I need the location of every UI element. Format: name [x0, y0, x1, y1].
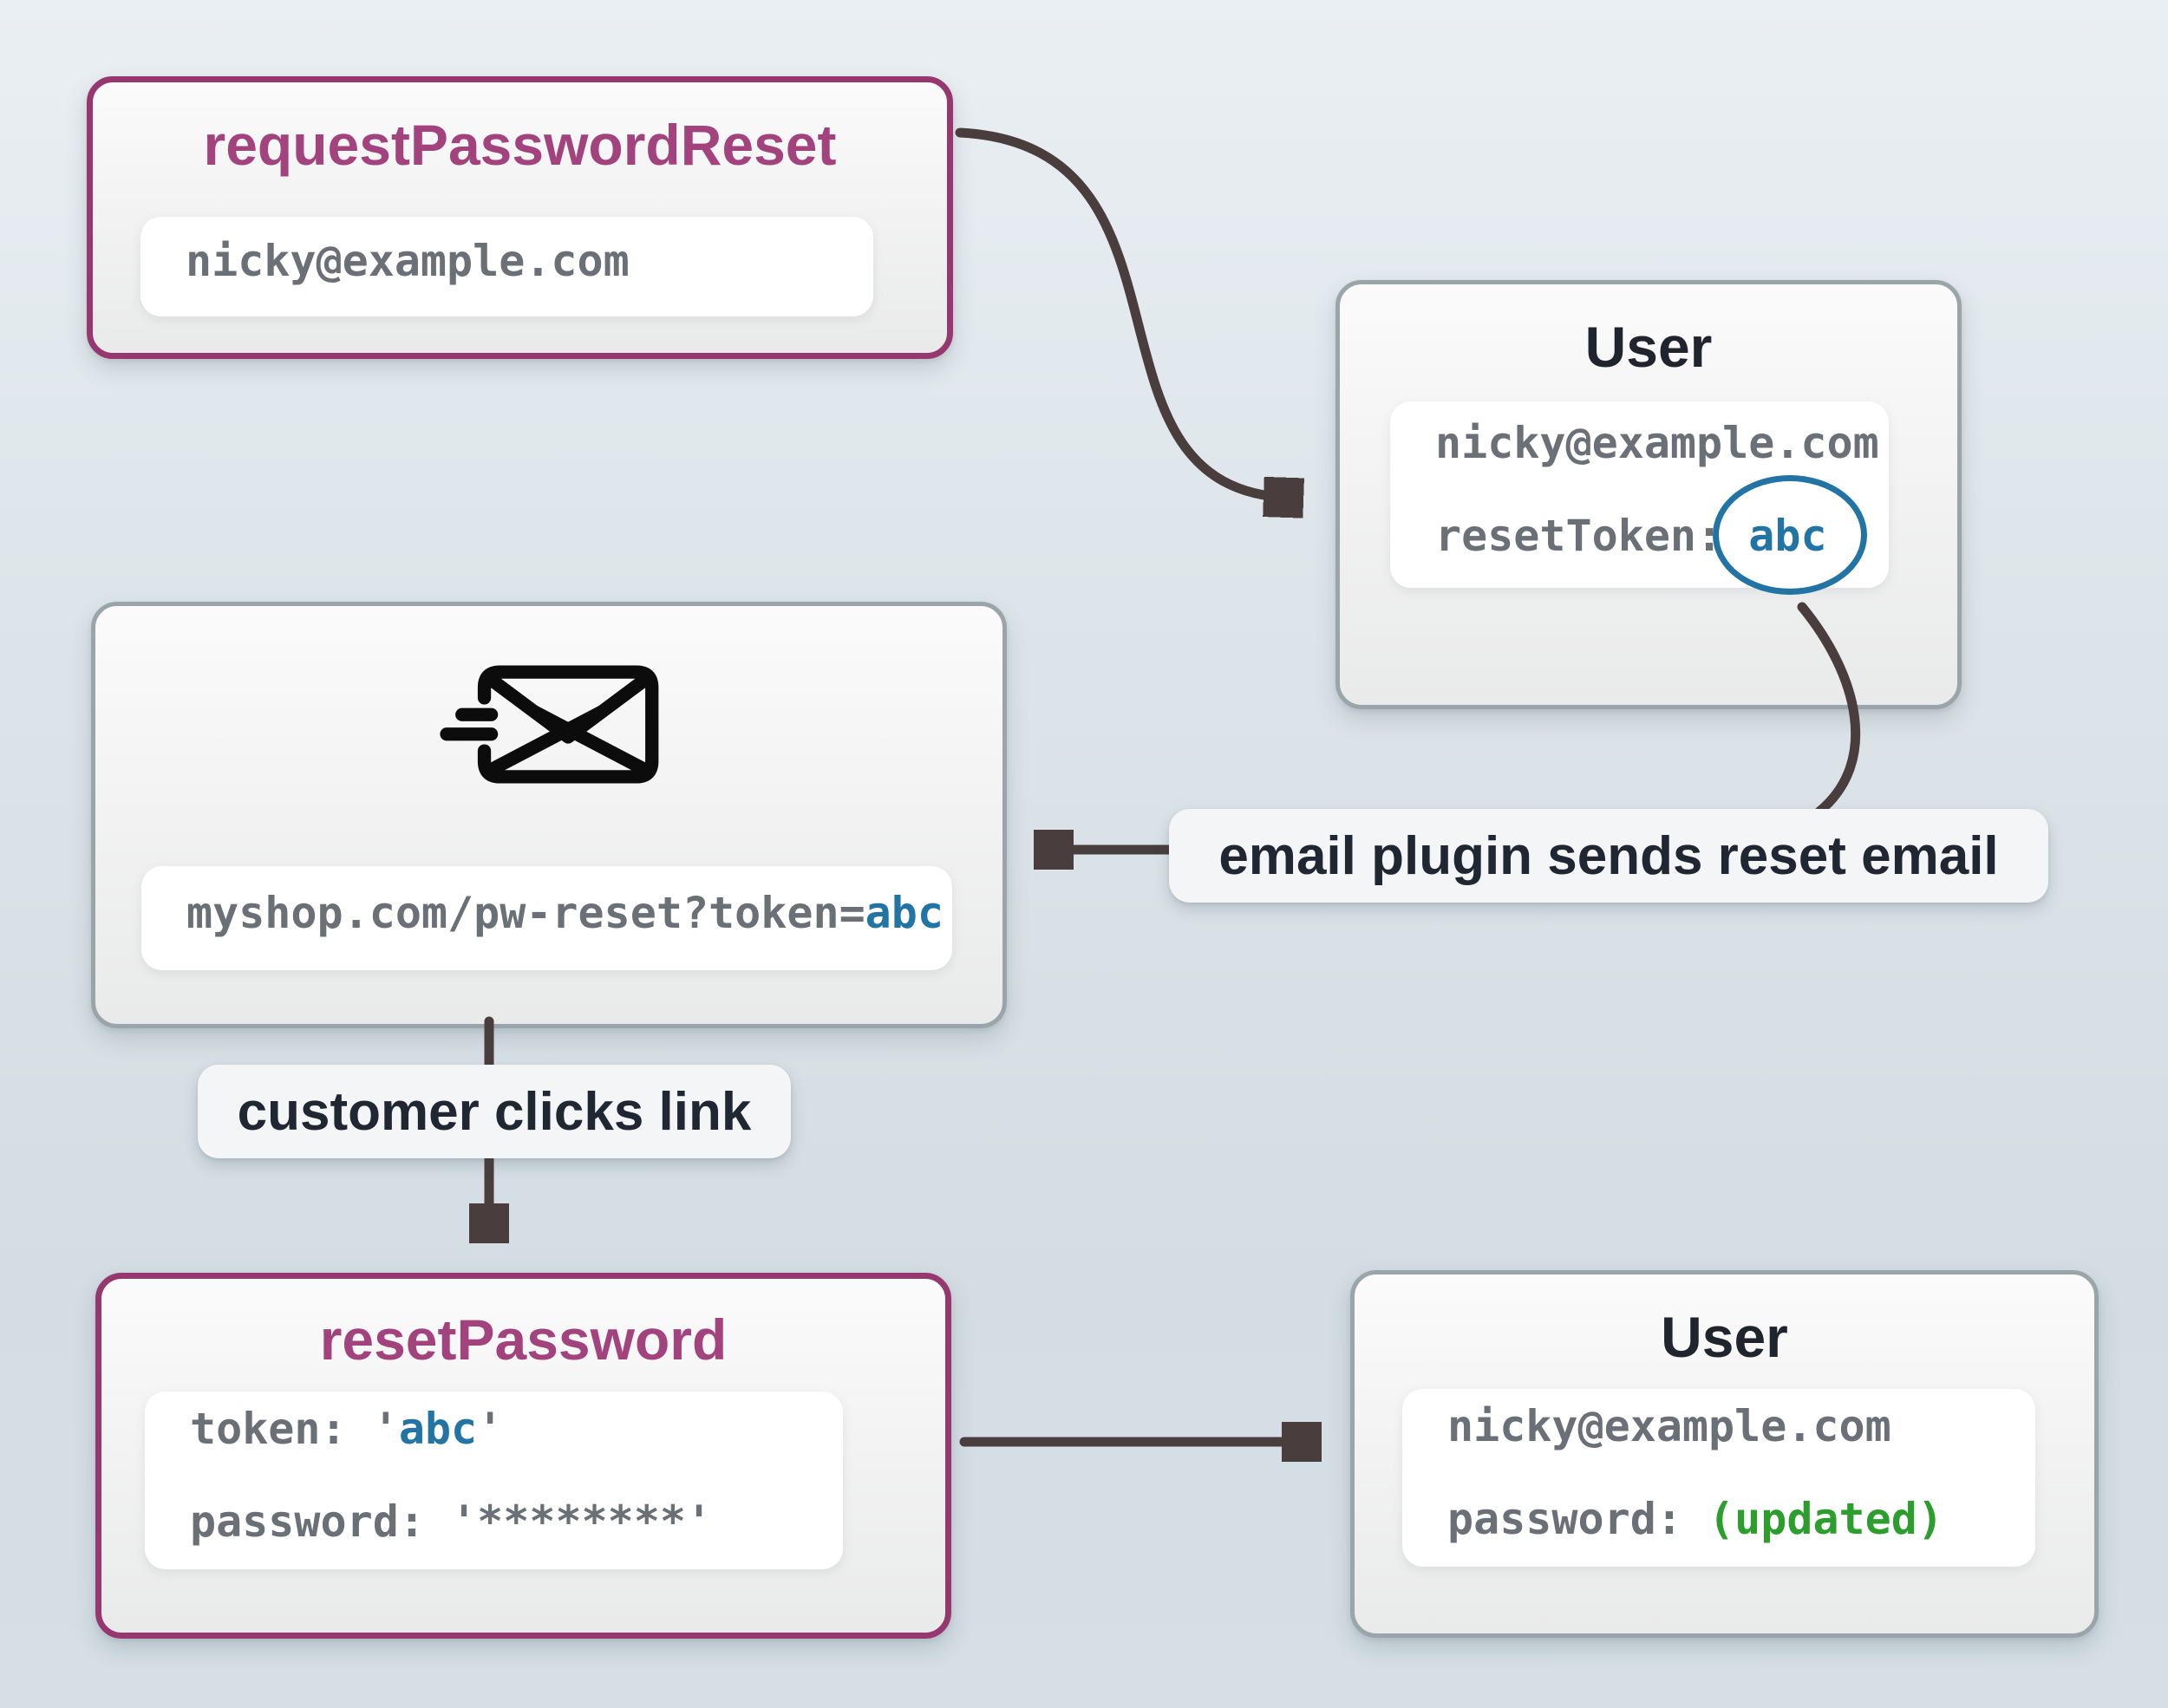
user-box-bottom-title: User [1661, 1305, 1788, 1369]
reset-password-title: resetPassword [319, 1307, 728, 1372]
token-value: abc [398, 1403, 478, 1454]
reset-link-field: myshop.com/pw-reset?token=abc [141, 866, 952, 970]
password-value: '********' [451, 1496, 713, 1547]
token-open-quote: ' [372, 1403, 399, 1454]
user-email-value: nicky@example.com [1447, 1400, 1891, 1451]
request-password-reset-title: requestPasswordReset [203, 113, 837, 177]
customer-clicks-label: customer clicks link [198, 1065, 791, 1158]
user-email-value: nicky@example.com [1435, 417, 1879, 468]
user-box-bottom: User nicky@example.com password: (update… [1350, 1270, 2099, 1638]
user-box-top: User nicky@example.com resetToken: abc [1335, 280, 1962, 709]
token-highlight-circle [1713, 475, 1867, 595]
reset-url-prefix: myshop.com/pw-reset?token= [186, 887, 865, 938]
reset-password-args-field: token: 'abc' password: '********' [145, 1392, 843, 1569]
request-password-reset-box: requestPasswordReset nicky@example.com [87, 76, 953, 359]
reset-email-box: myshop.com/pw-reset?token=abc [91, 602, 1007, 1028]
reset-url-token: abc [865, 887, 944, 938]
updated-password-label: password: [1447, 1493, 1682, 1544]
password-label: password: [190, 1496, 425, 1547]
email-input-field: nicky@example.com [140, 217, 873, 316]
updated-password-value: (updated) [1708, 1493, 1943, 1544]
token-label: token: [190, 1403, 347, 1454]
token-close-quote: ' [477, 1403, 504, 1454]
arrow-request-to-user [955, 127, 1290, 498]
email-plugin-label: email plugin sends reset email [1169, 809, 2048, 903]
send-email-icon [440, 665, 659, 784]
user-box-top-title: User [1584, 315, 1713, 379]
email-value: nicky@example.com [186, 236, 630, 286]
user-record-updated-field: nicky@example.com password: (updated) [1402, 1389, 2035, 1567]
reset-password-box: resetPassword token: 'abc' password: '**… [95, 1273, 951, 1639]
reset-token-label: resetToken: [1435, 510, 1723, 561]
